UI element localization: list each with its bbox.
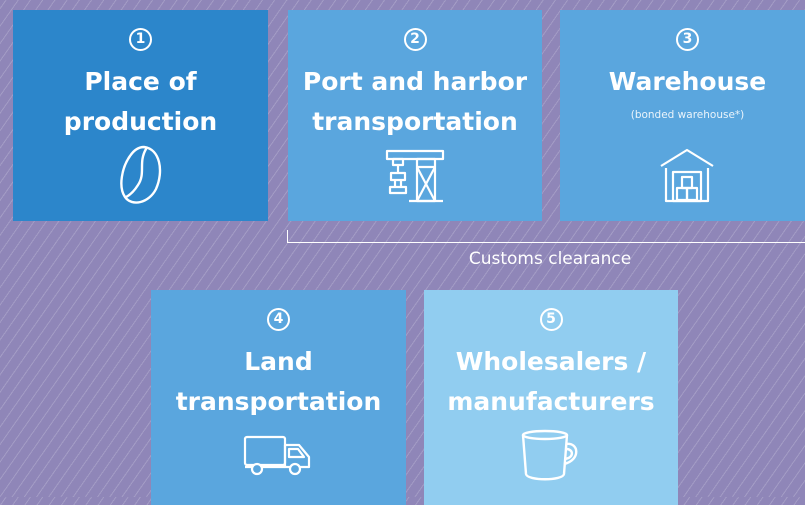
step-title: Place of production	[63, 67, 218, 136]
step-number: 1	[129, 28, 152, 51]
step-4-card: 4 Land transportation	[151, 290, 406, 505]
step-title: Land transportation	[175, 347, 382, 416]
truck-icon	[243, 433, 313, 477]
step-title: Warehouse	[608, 67, 767, 96]
step-title: Port and harbor transportation	[302, 67, 528, 136]
step-2-card: 2 Port and harbor transportation	[288, 10, 542, 221]
step-number: 3	[676, 28, 699, 51]
step-1-card: 1 Place of production	[13, 10, 268, 221]
step-5-card: 5 Wholesalers / manufacturers	[424, 290, 678, 505]
step-title: Wholesalers / manufacturers	[447, 347, 655, 416]
customs-bracket	[287, 230, 805, 243]
step-number: 5	[539, 308, 563, 331]
step-subtitle: (bonded warehouse*)	[630, 109, 745, 121]
step-number: 2	[403, 28, 427, 51]
coffee-cup-icon	[519, 428, 583, 484]
warehouse-icon	[658, 146, 716, 204]
customs-clearance-label: Customs clearance	[468, 249, 632, 269]
step-number: 4	[267, 308, 290, 331]
step-3-card: 3 Warehouse (bonded warehouse*)	[560, 10, 805, 221]
coffee-bean-icon	[116, 143, 166, 207]
harbor-crane-icon	[385, 147, 445, 203]
